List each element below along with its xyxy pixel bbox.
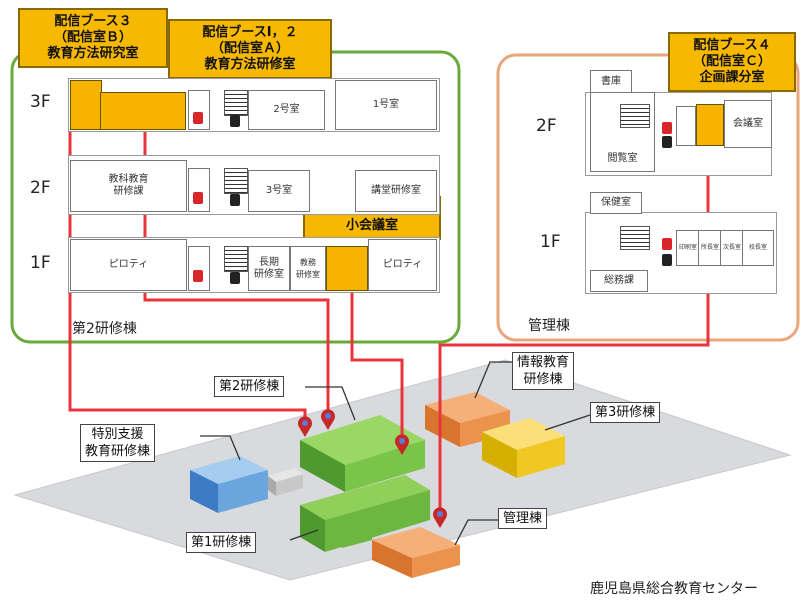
- wc-icon: [193, 192, 203, 204]
- wc-icon: [662, 238, 672, 250]
- label-kenshu2: 第2研修棟: [214, 376, 285, 397]
- room-choki-line1: 長期: [259, 256, 279, 268]
- footer-org-name: 鹿児島県総合教育センター: [590, 581, 758, 597]
- label-tokubetsu: 特別支援教育研修棟: [80, 424, 156, 462]
- label-kanri: 管理棟: [498, 508, 548, 529]
- wc-icon: [662, 136, 672, 148]
- map-pins: [298, 409, 448, 528]
- room-choki-line2: 研修室: [254, 268, 284, 280]
- room-kaigi: 会議室: [724, 100, 772, 148]
- callout-remote-line2: 小会議室: [345, 218, 398, 233]
- callout-booth3-line3: 教育方法研究室: [47, 46, 139, 61]
- leader-lines: [200, 361, 591, 546]
- callout-booth3-line1: 配信ブース３: [54, 14, 132, 29]
- callout-booth12: 配信ブースⅠ，２ （配信室Ａ） 教育方法研修室: [168, 19, 332, 79]
- stairs-icon: [224, 168, 248, 194]
- label-tokubetsu-line2: 教育研修棟: [85, 444, 151, 459]
- callout-booth4-line1: 配信ブース４: [693, 38, 771, 53]
- callout-booth12-line1: 配信ブースⅠ，２: [202, 25, 298, 40]
- floor-label-3f: 3F: [30, 92, 51, 112]
- kanri-top: [372, 527, 460, 558]
- admin-floor-label-1f: 1F: [540, 232, 561, 252]
- admin-2f-small-room: [676, 106, 696, 146]
- room-lecture: 講堂研修室: [355, 170, 437, 212]
- callout-booth4: 配信ブース４ （配信室Ｃ） 企画課分室: [668, 32, 796, 92]
- admin-frame: [496, 53, 800, 342]
- room-shoko: 書庫: [590, 70, 632, 94]
- stairs-icon: [620, 226, 650, 250]
- kenshu1-top: [300, 475, 430, 520]
- callout-booth12-line2: （配信室Ａ）: [210, 41, 289, 56]
- callout-booth4-line2: （配信室Ｃ）: [692, 54, 771, 69]
- johokyoiku-top: [425, 392, 510, 423]
- b2-2f-wc-room: [188, 168, 210, 212]
- wc-icon: [230, 115, 240, 127]
- callout-booth4-line3: 企画課分室: [699, 70, 765, 85]
- tokubetsu-top: [190, 456, 268, 484]
- room-kyomu-line2: 研修室: [296, 269, 320, 279]
- wc-icon: [230, 194, 240, 206]
- booth4-room: [696, 104, 724, 146]
- wc-icon: [662, 122, 672, 134]
- b2-3f-wc-room: [188, 90, 210, 130]
- wc-icon: [662, 254, 672, 266]
- label-kenshu3: 第3研修棟: [590, 402, 661, 423]
- callout-booth3-line2: （配信室Ｂ）: [53, 30, 132, 45]
- room-kyoka: 教科教育研修課: [70, 160, 187, 212]
- booth12-room: [100, 92, 186, 130]
- building2-name: 第2研修棟: [72, 321, 137, 337]
- floor-label-2f: 2F: [30, 178, 51, 198]
- floor-label-1f: 1F: [30, 253, 51, 273]
- room-2gou: 2号室: [248, 90, 325, 130]
- admin-floor-label-2f: 2F: [536, 116, 557, 136]
- callout-booth12-line3: 教育方法研修室: [204, 57, 296, 72]
- stairs-icon: [224, 246, 248, 272]
- room-somu: 総務課: [590, 270, 648, 292]
- room-kyoka-line2: 研修課: [113, 186, 144, 197]
- booth3-room: [70, 80, 102, 130]
- b2-1f-wc-room: [188, 246, 210, 291]
- room-hoken: 保健室: [590, 192, 642, 214]
- room-piloti-right: ピロティ: [368, 239, 437, 291]
- label-johokyoiku-line1: 情報教育: [517, 355, 570, 370]
- stairs-icon: [224, 90, 248, 116]
- admin-room-small1: 印刷室: [676, 230, 700, 266]
- admin-room-small3: 次長室: [720, 230, 744, 266]
- label-johokyoiku: 情報教育研修棟: [512, 352, 575, 390]
- wc-icon: [193, 270, 203, 282]
- room-piloti-left: ピロティ: [70, 239, 187, 291]
- room-choki: 長期研修室: [248, 246, 290, 291]
- callout-booth3: 配信ブース３ （配信室Ｂ） 教育方法研究室: [18, 8, 168, 68]
- wc-icon: [230, 272, 240, 284]
- remote-room: [326, 246, 368, 291]
- room-kyoka-line1: 教科教育: [108, 174, 149, 185]
- admin-room-small4: 校長室: [742, 230, 774, 266]
- wc-icon: [193, 112, 203, 124]
- kenshu2-top: [300, 415, 425, 465]
- room-3gou: 3号室: [248, 170, 310, 212]
- label-kenshu1: 第1研修棟: [186, 532, 257, 553]
- label-tokubetsu-line1: 特別支援: [91, 427, 144, 442]
- admin-name: 管理棟: [528, 318, 570, 334]
- stairs-icon: [620, 104, 650, 128]
- room-kyomu: 教務研修室: [290, 246, 326, 291]
- room-kyomu-line1: 教務: [300, 257, 316, 267]
- admin-room-small2: 所長室: [698, 230, 722, 266]
- room-1gou: 1号室: [335, 80, 437, 130]
- kenshu3-top: [482, 418, 565, 450]
- label-johokyoiku-line2: 研修棟: [523, 372, 563, 387]
